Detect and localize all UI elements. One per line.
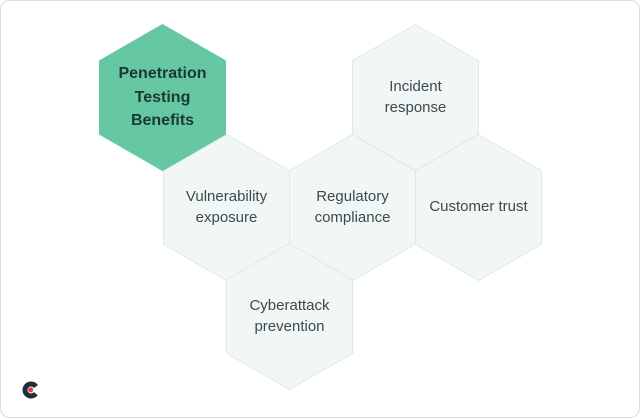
hexagon-shape xyxy=(226,243,353,390)
hexagon-label: Incident response xyxy=(384,77,447,116)
hexagon-cyberattack-prevention: Cyberattack prevention xyxy=(226,243,353,390)
hexagon-label: Vulnerability exposure xyxy=(185,187,268,226)
hexagon-shape xyxy=(99,24,226,171)
hexagon-incident-response: Incident response xyxy=(352,24,479,171)
brand-c-logo-icon xyxy=(22,381,40,399)
hexagon-vulnerability-exposure: Vulnerability exposure xyxy=(163,134,290,281)
hexagon-label: Customer trust xyxy=(429,198,528,216)
hexagon-label: Cyberattack prevention xyxy=(249,296,330,335)
hexagon-shape xyxy=(415,134,542,281)
hexagon-title-label: Penetration Testing Benefits xyxy=(118,65,207,130)
hexagon-penetration-testing-benefits: Penetration Testing Benefits xyxy=(99,24,226,171)
hexagon-customer-trust: Customer trust xyxy=(415,134,542,281)
hexagon-label: Regulatory compliance xyxy=(314,187,391,226)
